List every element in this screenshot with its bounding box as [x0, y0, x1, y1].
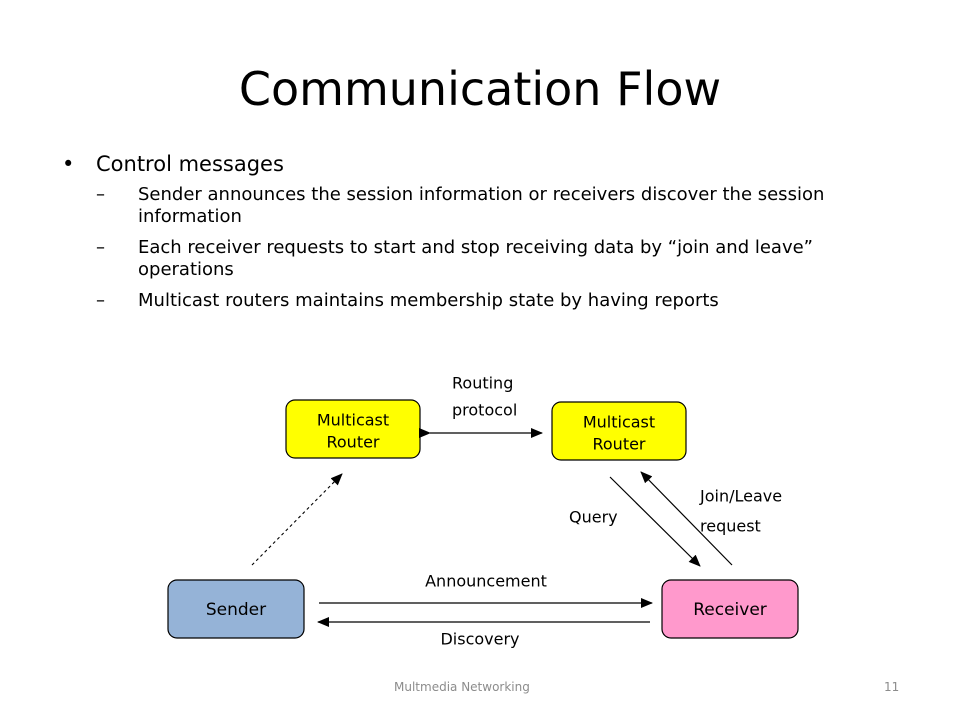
- receiver-node: [661, 579, 799, 639]
- receiver-label: Receiver: [693, 600, 767, 620]
- routing-label-line1: Routing: [452, 374, 513, 393]
- multicast-router-right: [551, 401, 687, 461]
- bullet-control-messages: • Control messages: [62, 150, 882, 178]
- announcement-label: Announcement: [425, 572, 547, 591]
- slide-title: Communication Flow: [238, 62, 722, 116]
- router-left-label-line1: Multicast: [317, 411, 389, 430]
- sender-node: [167, 579, 305, 639]
- sub-bullet-text: Each receiver requests to start and stop…: [138, 237, 814, 280]
- sub-bullet-text: Sender announces the session information…: [138, 184, 825, 227]
- query-arrow: [609, 476, 701, 567]
- sub-bullet-sender-announces: – Sender announces the session informati…: [96, 184, 882, 228]
- discovery-label: Discovery: [440, 630, 519, 649]
- footer-text: Multmedia Networking: [394, 680, 530, 694]
- router-left-label-line2: Router: [326, 433, 379, 452]
- sub-bullet-text: Multicast routers maintains membership s…: [138, 290, 719, 311]
- join-leave-label-line2: request: [700, 517, 761, 536]
- routing-label-line2: protocol: [452, 401, 517, 420]
- sender-to-router-dashed-arrow: [251, 473, 343, 566]
- sub-bullet-membership-state: – Multicast routers maintains membership…: [96, 290, 882, 312]
- page-number: 11: [884, 680, 900, 694]
- dash-icon: –: [96, 184, 105, 205]
- dash-icon: –: [96, 237, 105, 258]
- dash-icon: –: [96, 290, 105, 311]
- join-leave-label-line1: Join/Leave: [699, 487, 782, 506]
- bullet-text: Control messages: [96, 152, 284, 176]
- router-right-label-line2: Router: [592, 435, 645, 454]
- sub-bullet-join-leave: – Each receiver requests to start and st…: [96, 237, 882, 281]
- bullet-list: • Control messages – Sender announces th…: [62, 150, 882, 321]
- router-right-label-line1: Multicast: [583, 413, 655, 432]
- query-label: Query: [569, 508, 618, 527]
- bullet-dot-icon: •: [62, 152, 75, 176]
- join-leave-arrow: [640, 471, 733, 566]
- sender-label: Sender: [206, 600, 266, 620]
